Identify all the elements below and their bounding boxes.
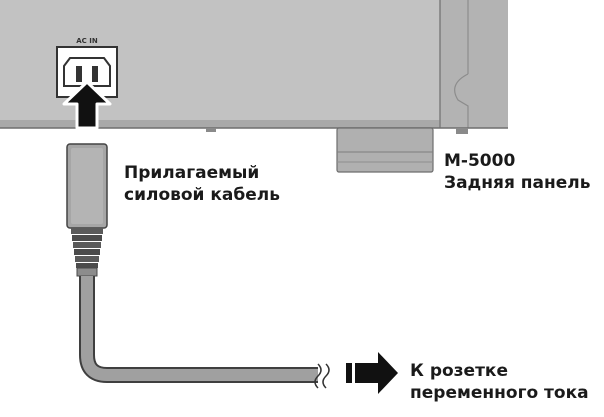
cable-label-line2: силовой кабель — [124, 185, 280, 205]
port-label: AC IN — [76, 37, 98, 45]
outlet-label-line2: переменного тока — [410, 383, 589, 403]
model-label: M-5000 Задняя панель — [444, 150, 590, 194]
model-name: M-5000 — [444, 151, 516, 171]
outlet-label-line1: К розетке — [410, 361, 508, 381]
panel-name: Задняя панель — [444, 173, 591, 193]
power-cable — [66, 143, 330, 389]
insert-arrow-icon — [62, 80, 112, 130]
cable-label: Прилагаемый силовой кабель — [124, 162, 280, 206]
outlet-arrow-icon — [346, 352, 398, 394]
unit-foot — [336, 127, 434, 173]
cable-label-line1: Прилагаемый — [124, 163, 260, 183]
outlet-label: К розетке переменного тока — [410, 360, 589, 404]
